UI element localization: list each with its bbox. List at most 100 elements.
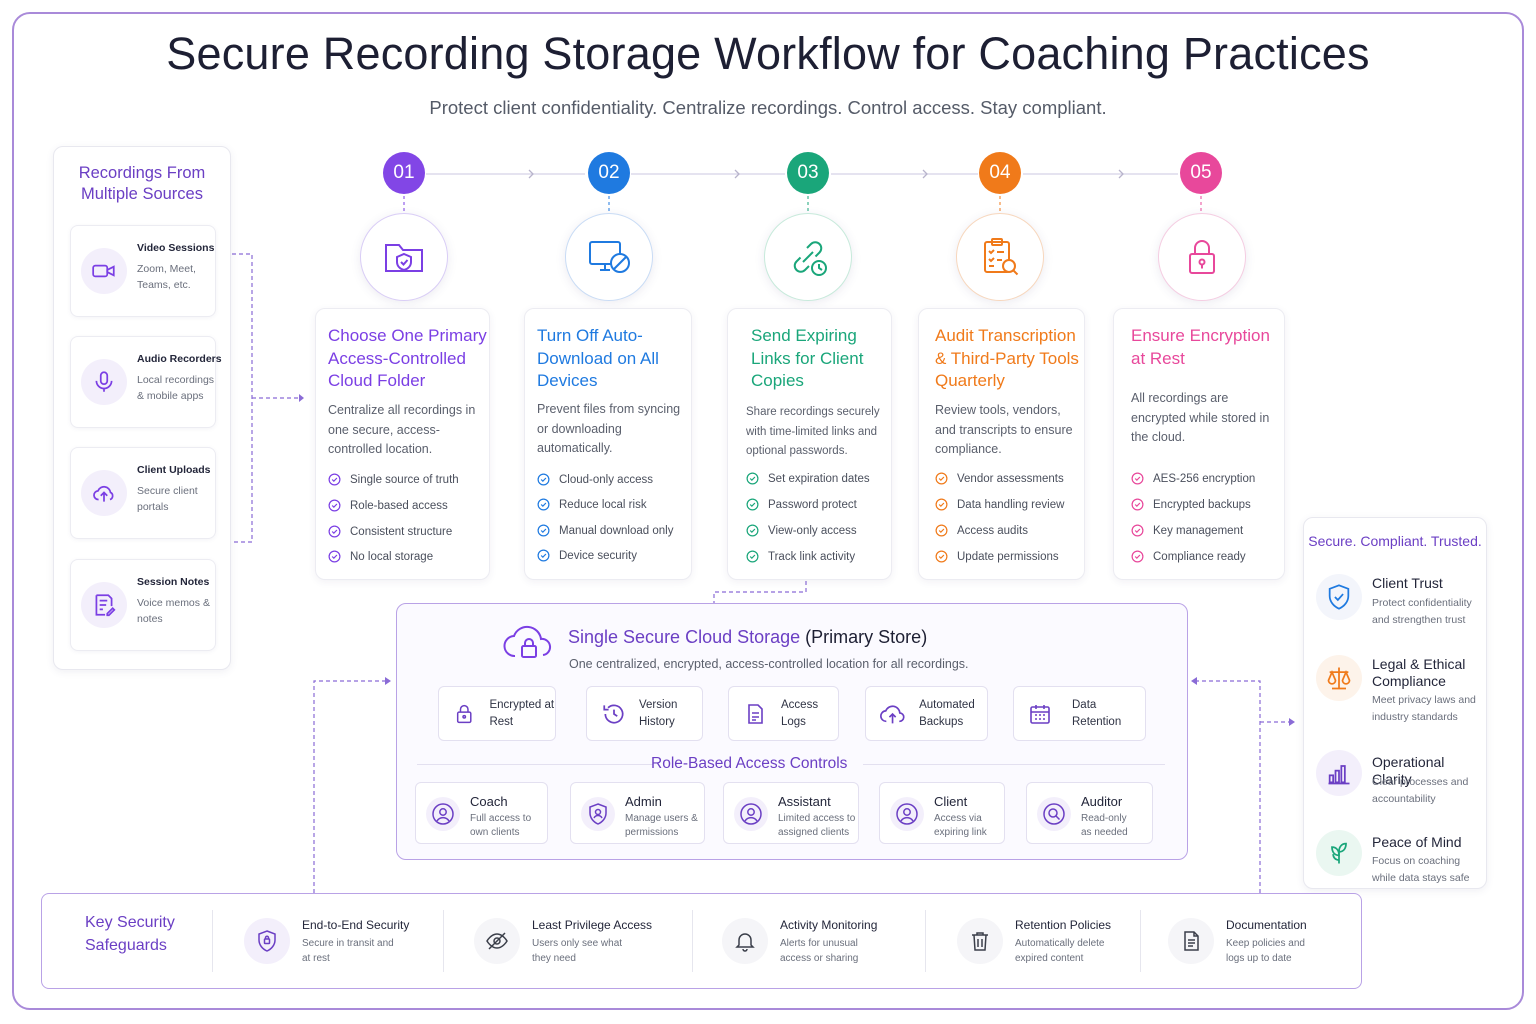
benefit-desc: Protect confidentiality and strengthen t…: [1372, 597, 1472, 626]
role-desc: Read-only as needed: [1081, 813, 1128, 838]
benefit-desc: Clear processes and accountability: [1372, 776, 1469, 805]
check-circle-icon: [935, 472, 948, 485]
source-title: Session Notes: [137, 576, 210, 588]
feature-data-retention: Data Retention: [1013, 686, 1146, 741]
step-card-04: Audit Transcription & Third-Party Tools …: [918, 308, 1085, 580]
safeguards-title: Key Security Safeguards: [85, 914, 175, 954]
source-desc: Zoom, Meet, Teams, etc.: [137, 263, 196, 291]
cloud-upload-icon: [81, 470, 127, 516]
step-desc: Review tools, vendors, and transcripts t…: [935, 403, 1073, 456]
divider: [1140, 910, 1141, 972]
check-circle-icon: [935, 498, 948, 511]
check-circle-icon: [1131, 524, 1144, 537]
role-desc: Full access to own clients: [470, 813, 532, 838]
scales-icon: [1316, 655, 1362, 701]
check-circle-icon: [935, 550, 948, 563]
step-number-05: 05: [1180, 152, 1222, 194]
role-title: Admin: [625, 794, 662, 809]
check-circle-icon: [537, 549, 550, 562]
source-title: Audio Recorders: [137, 353, 222, 365]
search-user-icon: [1037, 797, 1071, 831]
check-item: Track link activity: [746, 550, 855, 563]
check-item: Password protect: [746, 498, 857, 511]
check-circle-icon: [1131, 550, 1144, 563]
role-card-admin: Admin Manage users & permissions: [570, 782, 705, 844]
source-title: Video Sessions: [137, 242, 215, 254]
check-circle-icon: [328, 499, 341, 512]
video-camera-icon: [81, 248, 127, 294]
step-card-01: Choose One Primary Access-Controlled Clo…: [315, 308, 490, 580]
check-item: Cloud-only access: [537, 473, 653, 486]
step-title: Audit Transcription & Third-Party Tools …: [935, 326, 1079, 390]
shield-icon: [244, 918, 290, 964]
divider: [443, 910, 444, 972]
calendar-icon: [1030, 704, 1050, 724]
safeguard-title: Retention Policies: [1015, 918, 1112, 932]
benefit-title: Peace of Mind: [1372, 834, 1462, 850]
step-number-04: 04: [979, 152, 1021, 194]
benefit-title: Client Trust: [1372, 575, 1443, 591]
check-circle-icon: [746, 498, 759, 511]
step-title: Turn Off Auto-Download on All Devices: [537, 326, 659, 390]
clipboard-search-icon: [956, 213, 1044, 301]
role-card-assistant: Assistant Limited access to assigned cli…: [723, 782, 859, 844]
divider: [417, 764, 653, 765]
check-item: Role-based access: [328, 499, 448, 512]
feature-access-logs: Access Logs: [728, 686, 839, 741]
check-circle-icon: [537, 473, 550, 486]
check-circle-icon: [328, 550, 341, 563]
check-item: Vendor assessments: [935, 472, 1064, 485]
check-item: Device security: [537, 549, 637, 562]
source-desc: Secure client portals: [137, 485, 198, 513]
safeguard-title: Least Privilege Access: [532, 918, 653, 932]
step-desc: All recordings are encrypted while store…: [1131, 391, 1270, 444]
role-title: Coach: [470, 794, 508, 809]
step-desc: Share recordings securely with time-limi…: [746, 406, 880, 457]
benefit-desc: Meet privacy laws and industry standards: [1372, 694, 1476, 723]
safeguard-title: Documentation: [1226, 918, 1307, 932]
primary-storage-box: Single Secure Cloud Storage (Primary Sto…: [396, 603, 1188, 860]
step-desc: Centralize all recordings in one secure,…: [328, 403, 476, 456]
check-item: Key management: [1131, 524, 1243, 537]
leaf-icon: [1316, 830, 1362, 876]
source-desc: Voice memos & notes: [137, 597, 210, 625]
safeguard-desc: Secure in transit and at rest: [302, 938, 394, 964]
benefit-title: Legal & Ethical Compliance: [1372, 656, 1466, 689]
role-desc: Manage users & permissions: [625, 813, 698, 838]
lock-icon: [456, 704, 472, 723]
check-item: Manual download only: [537, 524, 673, 537]
feature-automated-backups: Automated Backups: [865, 686, 988, 741]
safeguard-desc: Users only see what they need: [532, 938, 623, 964]
safeguard-desc: Keep policies and logs up to date: [1226, 938, 1305, 964]
source-card-video: Video Sessions Zoom, Meet, Teams, etc.: [70, 225, 216, 317]
role-title: Auditor: [1081, 794, 1123, 809]
check-circle-icon: [537, 524, 550, 537]
benefits-title: Secure. Compliant. Trusted.: [1308, 533, 1482, 549]
shield-folder-icon: [360, 213, 448, 301]
check-item: Single source of truth: [328, 473, 459, 486]
shield-user-icon: [581, 797, 615, 831]
source-card-uploads: Client Uploads Secure client portals: [70, 447, 216, 539]
check-circle-icon: [328, 525, 341, 538]
check-circle-icon: [746, 472, 759, 485]
step-card-02: Turn Off Auto-Download on All Devices Pr…: [524, 308, 692, 580]
check-item: Consistent structure: [328, 525, 452, 538]
check-circle-icon: [328, 473, 341, 486]
source-desc: Local recordings & mobile apps: [137, 374, 215, 402]
check-item: No local storage: [328, 550, 433, 563]
step-title: Ensure Encryption at Rest: [1131, 326, 1270, 368]
role-card-auditor: Auditor Read-only as needed: [1026, 782, 1153, 844]
role-card-client: Client Access via expiring link: [879, 782, 1005, 844]
benefit-desc: Focus on coaching while data stays safe: [1372, 855, 1470, 884]
source-card-audio: Audio Recorders Local recordings & mobil…: [70, 336, 222, 428]
check-circle-icon: [1131, 498, 1144, 511]
user-icon: [426, 797, 460, 831]
safeguard-desc: Alerts for unusual access or sharing: [780, 938, 859, 964]
check-item: Data handling review: [935, 498, 1064, 511]
divider: [692, 910, 693, 972]
padlock-icon: [1158, 213, 1246, 301]
source-card-notes: Session Notes Voice memos & notes: [70, 559, 216, 651]
eye-off-icon: [474, 918, 520, 964]
check-item: View-only access: [746, 524, 857, 537]
